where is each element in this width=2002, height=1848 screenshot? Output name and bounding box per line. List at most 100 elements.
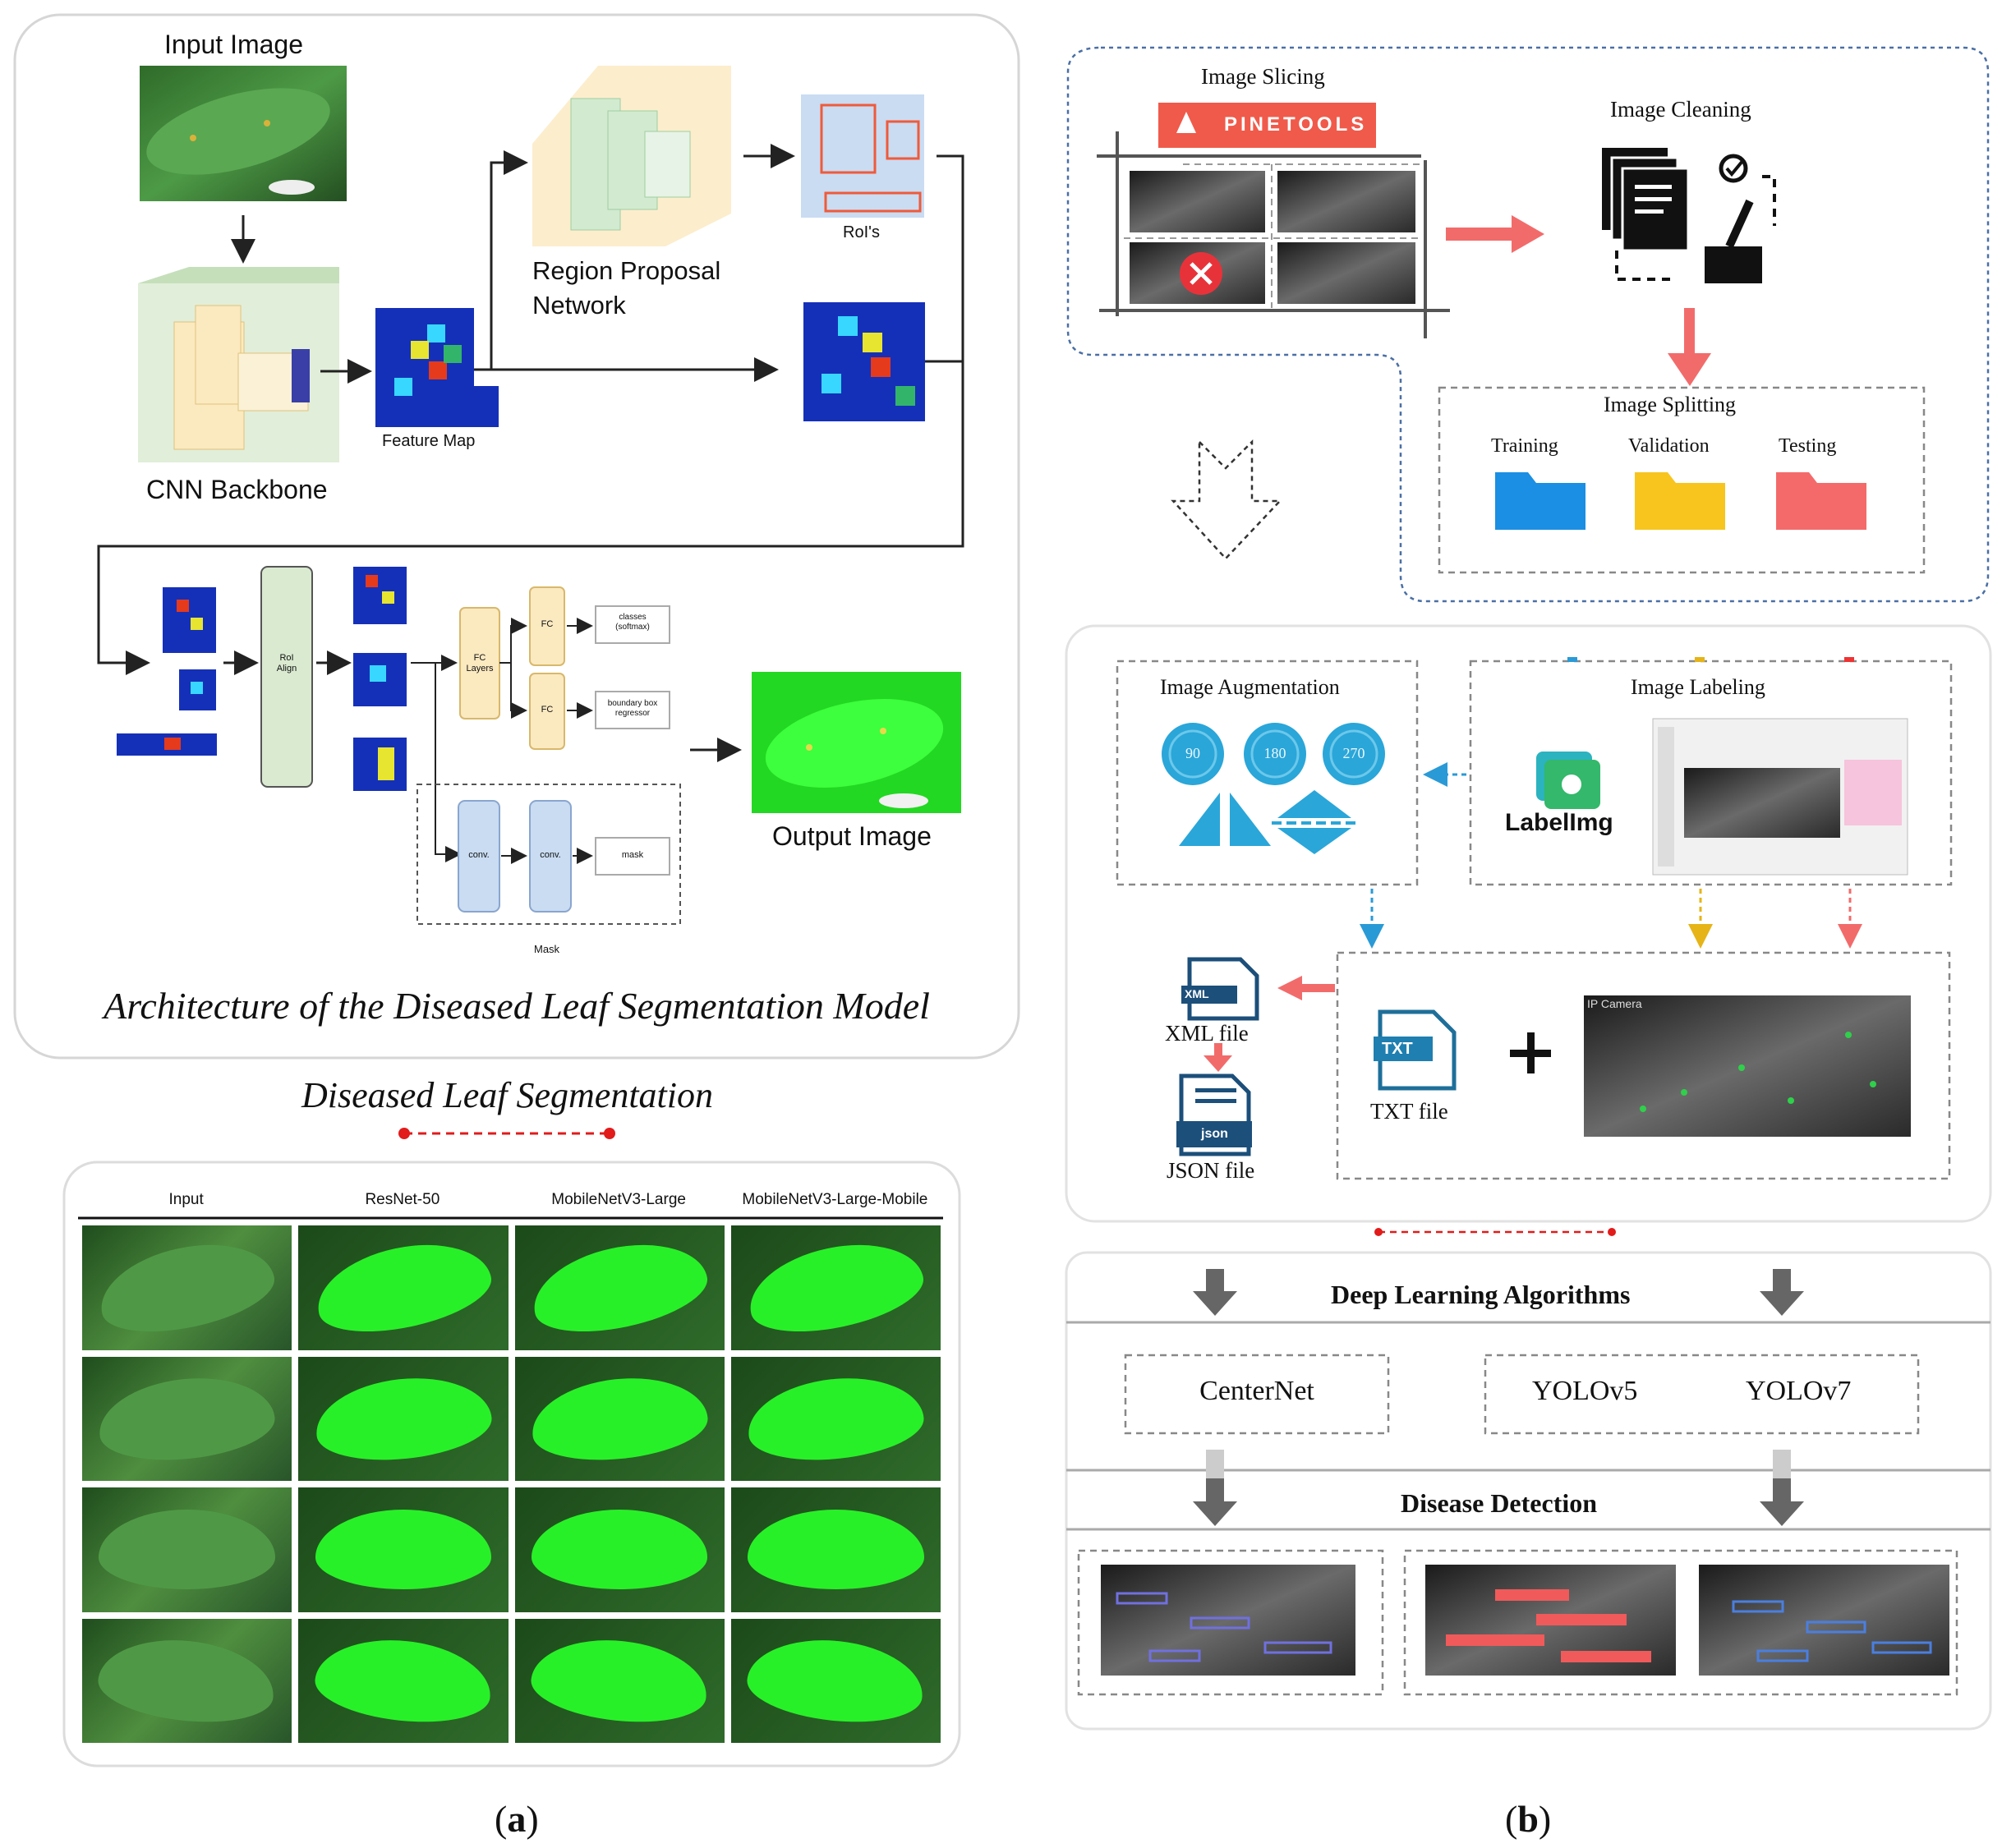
labelimg-screenshot <box>1652 718 1908 876</box>
segmented-leaf-tile <box>730 1356 941 1481</box>
segmented-leaf-tile <box>298 1487 509 1612</box>
segmented-leaf-tile <box>514 1225 725 1350</box>
input-leaf-tile <box>82 1487 292 1612</box>
pinetools-tree-icon <box>1176 112 1196 133</box>
conv2-label: conv. <box>540 850 561 860</box>
labeling-box <box>1469 660 1953 886</box>
yolov5-label: YOLOv5 <box>1532 1376 1638 1406</box>
xml-icon-label: XML <box>1185 987 1209 1000</box>
feature-map-copy <box>803 302 925 421</box>
reject-icon <box>1180 252 1222 295</box>
arrow-to-xml <box>1277 976 1335 1000</box>
rois-image <box>801 94 924 218</box>
rotation-180-label: 180 <box>1263 745 1286 761</box>
conv1-label: conv. <box>468 850 490 860</box>
mask-output-box <box>595 837 670 876</box>
centernet-result-box <box>1077 1549 1384 1696</box>
plus-icon <box>1510 1032 1551 1073</box>
leaf-shape <box>311 1369 495 1468</box>
rotation-90-label: 90 <box>1185 745 1200 761</box>
segmentation-title: Diseased Leaf Segmentation <box>301 1075 714 1115</box>
leaf-shape <box>525 1230 715 1345</box>
input-leaf-tile <box>82 1356 292 1481</box>
pooled-maps-left <box>117 587 217 756</box>
bbox-line1: boundary box <box>607 699 658 708</box>
output-image-label: Output Image <box>772 821 932 851</box>
input-leaf-tile <box>82 1618 292 1743</box>
labelimg-label: LabelImg <box>1505 809 1613 836</box>
bbox-label: boundary box regressor <box>596 699 670 719</box>
column-header: MobileNetV3-Large-Mobile <box>742 1191 928 1208</box>
image-labeling-label: Image Labeling <box>1631 675 1765 699</box>
txt-file-icon <box>1374 1009 1457 1091</box>
roi-align-label: RoI Align <box>261 653 312 674</box>
roi-align-line2: Align <box>276 664 297 673</box>
txt-icon-label: TXT <box>1382 1040 1413 1058</box>
image-splitting-label: Image Splitting <box>1604 393 1737 416</box>
annotated-night-image <box>1584 995 1911 1137</box>
leaf-shape <box>92 1230 282 1345</box>
json-file-label: JSON file <box>1167 1158 1255 1183</box>
labelimg-icon <box>1536 752 1600 809</box>
leaf-shape <box>741 1230 931 1345</box>
flow-down-arrow <box>1171 439 1282 560</box>
segmented-leaf-tile <box>730 1618 941 1743</box>
leaf-shape <box>315 1510 492 1590</box>
input-image <box>140 66 347 201</box>
roi-align-box <box>260 566 313 788</box>
gray-down-arrows <box>1193 1269 1804 1526</box>
folder-validation-icon <box>1635 472 1725 530</box>
segmented-leaf-tile <box>298 1356 509 1481</box>
segmented-leaf-tile <box>514 1356 725 1481</box>
folder-testing-label[interactable]: Testing <box>1779 435 1837 457</box>
folder-validation-label[interactable]: Validation <box>1628 435 1710 457</box>
yolov7-label: YOLOv7 <box>1746 1376 1852 1406</box>
folder-training-icon <box>1495 472 1585 530</box>
segmented-leaf-tile <box>730 1225 941 1350</box>
segmented-leaf-tile <box>514 1618 725 1743</box>
augmentation-box <box>1116 660 1419 886</box>
output-image <box>752 672 961 813</box>
input-leaf-tile <box>82 1225 292 1350</box>
conv1-box <box>458 800 500 913</box>
image-cleaning-label: Image Cleaning <box>1610 97 1751 122</box>
leaf-shape <box>743 1631 928 1730</box>
leaf-shape <box>743 1369 928 1468</box>
feature-map-label: Feature Map <box>382 432 476 450</box>
yolo-result-box <box>1403 1549 1958 1696</box>
leaf-shape <box>748 1510 924 1590</box>
cnn-backbone-label: CNN Backbone <box>146 475 328 504</box>
flip-icons <box>1179 787 1357 854</box>
image-augmentation-label: Image Augmentation <box>1160 675 1340 699</box>
rpn-label-line2: Network <box>532 291 626 319</box>
yolov5-detection-image <box>1425 1565 1676 1676</box>
deep-learning-label: Deep Learning Algorithms <box>1331 1280 1631 1309</box>
fc-layers-line1: FC <box>473 653 486 663</box>
leaf-shape <box>527 1631 711 1730</box>
xml-file-label: XML file <box>1165 1021 1249 1046</box>
leaf-shape <box>527 1369 711 1468</box>
rotation-icons <box>1162 723 1385 785</box>
segmented-leaf-tile <box>514 1487 725 1612</box>
leaf-shape <box>94 1631 279 1730</box>
rotation-270-label: 270 <box>1342 745 1365 761</box>
centernet-label: CenterNet <box>1199 1376 1314 1406</box>
panel-a-letter: a <box>507 1798 527 1840</box>
panel-b-label: (b) <box>1505 1798 1552 1840</box>
fc2-label: FC <box>541 705 554 715</box>
classes-line1: classes <box>619 613 647 622</box>
conv2-box <box>529 800 572 913</box>
column-header: ResNet-50 <box>365 1191 440 1208</box>
ip-camera-label: IP Camera <box>1587 997 1642 1010</box>
column-header: MobileNetV3-Large <box>551 1191 686 1208</box>
json-icon-label: json <box>1201 1127 1228 1141</box>
mask-output-label: mask <box>621 850 644 860</box>
segmented-leaf-tile <box>298 1225 509 1350</box>
leaf-shape <box>531 1510 708 1590</box>
yolov7-detection-image <box>1699 1565 1949 1676</box>
segmentation-header: Input ResNet-50 MobileNetV3-Large Mobile… <box>78 1191 943 1216</box>
pooled-maps-right <box>353 567 407 791</box>
bbox-box <box>595 691 670 729</box>
folder-training-label[interactable]: Training <box>1491 435 1558 457</box>
